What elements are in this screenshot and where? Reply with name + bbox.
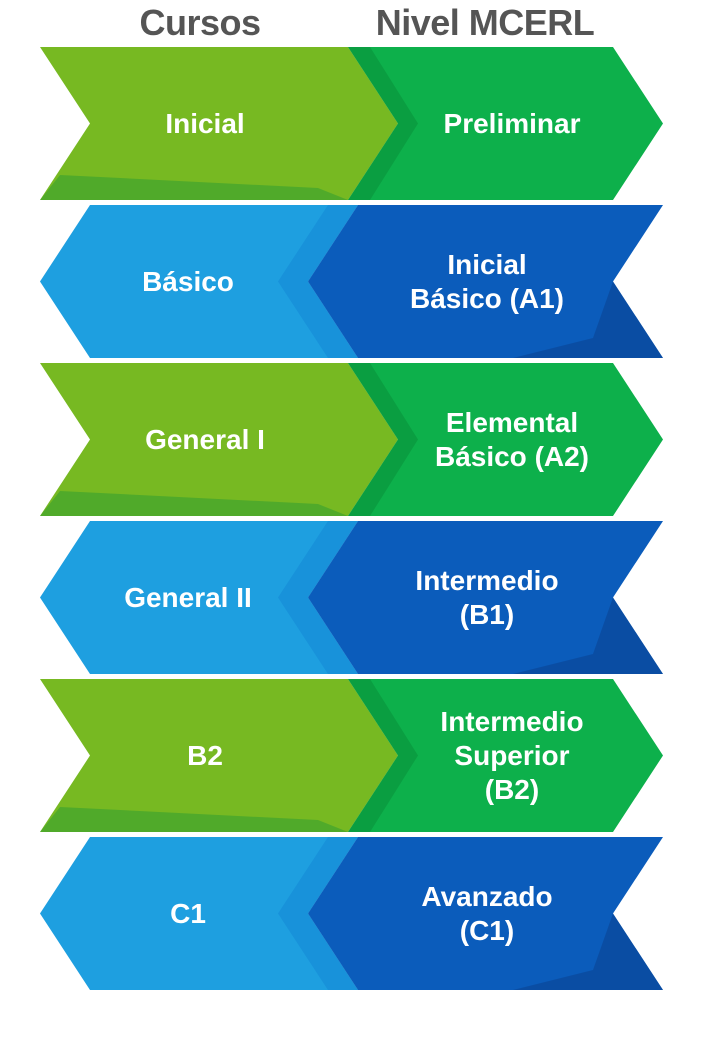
level-chevron-5: [348, 679, 663, 832]
level-label: (B1): [460, 599, 514, 630]
level-chevron-shade-6: [513, 913, 663, 990]
course-label: B2: [187, 740, 223, 771]
course-label: Básico: [142, 266, 234, 297]
level-chevron-1: [348, 47, 663, 200]
level-label: (C1): [460, 915, 514, 946]
course-chevron-shade-3: [40, 491, 348, 516]
course-label: General I: [145, 424, 265, 455]
course-chevron-4: [40, 521, 358, 674]
course-chevron-shade-5: [40, 807, 348, 832]
level-label: Básico (A1): [410, 283, 564, 314]
level-label: (B2): [485, 774, 539, 805]
header-cursos: Cursos: [139, 2, 261, 43]
level-chevron-4: [308, 521, 663, 674]
level-chevron-edge-1: [348, 47, 418, 200]
level-label: Intermedio: [415, 565, 558, 596]
course-label: General II: [124, 582, 252, 613]
level-label: Inicial: [447, 249, 526, 280]
course-chevron-3: [40, 363, 398, 516]
level-label: Preliminar: [444, 108, 581, 139]
course-chevron-shade-1: [40, 175, 348, 200]
course-chevron-5: [40, 679, 398, 832]
level-label: Intermedio: [440, 706, 583, 737]
level-label: Superior: [454, 740, 569, 771]
course-chevron-edge-4: [278, 521, 358, 674]
level-chevron-edge-3: [348, 363, 418, 516]
level-chevron-shade-4: [513, 597, 663, 674]
course-chevron-6: [40, 837, 358, 990]
level-chevron-3: [348, 363, 663, 516]
level-label: Básico (A2): [435, 441, 589, 472]
course-chevron-2: [40, 205, 358, 358]
level-chevron-shade-2: [513, 281, 663, 358]
course-chevron-edge-6: [278, 837, 358, 990]
level-chevron-2: [308, 205, 663, 358]
course-chevron-edge-2: [278, 205, 358, 358]
level-chevron-edge-5: [348, 679, 418, 832]
level-chevron-6: [308, 837, 663, 990]
level-label: Elemental: [446, 407, 578, 438]
header-nivel-mcerl: Nivel MCERL: [375, 2, 595, 43]
course-label: C1: [170, 898, 206, 929]
course-label: Inicial: [165, 108, 244, 139]
course-chevron-1: [40, 47, 398, 200]
level-label: Avanzado: [421, 881, 552, 912]
